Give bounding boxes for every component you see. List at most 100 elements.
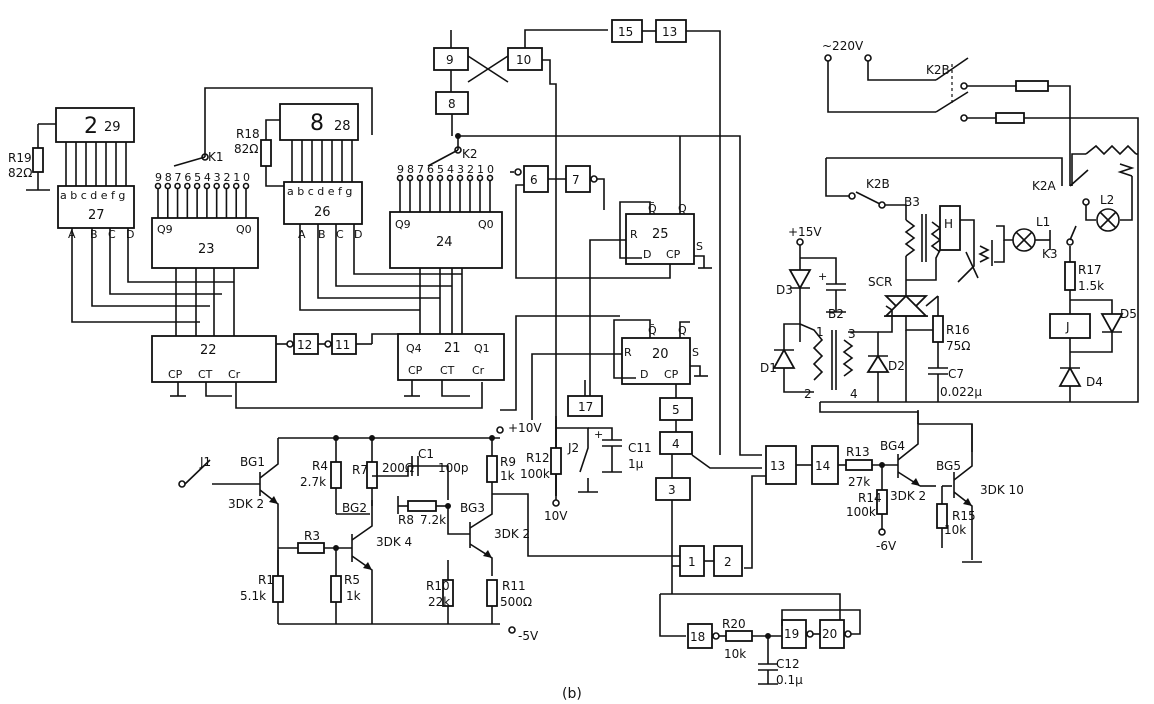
- r8-name: R8: [398, 513, 414, 527]
- bcd-22-cr: Cr: [228, 368, 241, 381]
- lamp-l2: [1096, 208, 1120, 232]
- ff20-cp: CP: [664, 368, 679, 381]
- decoder-26-in-c: C: [336, 228, 344, 241]
- r5-value: 1k: [346, 589, 361, 603]
- switch-k1-contact-8: [164, 182, 172, 190]
- bg2-type: 3DK 4: [376, 535, 412, 549]
- counter-23-label: 23: [198, 242, 215, 257]
- c7-name: C7: [948, 367, 964, 381]
- switch-k2-digit-label: 2: [467, 163, 474, 176]
- r18-value: 82Ω: [234, 142, 258, 156]
- r8-resistor: [407, 500, 437, 512]
- r19-value: 82Ω: [8, 166, 32, 180]
- r1-name: R1: [258, 573, 274, 587]
- r1-resistor: [272, 575, 284, 603]
- gate-7: [565, 165, 591, 193]
- svg-text:9: 9: [446, 53, 454, 67]
- decoder-26-label: 26: [314, 205, 331, 220]
- switch-k2-digit-label: 5: [437, 163, 444, 176]
- ff25-r: R: [630, 228, 638, 241]
- d1-label: D1: [760, 361, 777, 375]
- relay-j-label: J: [1065, 320, 1070, 334]
- k2b-label: K2B: [866, 177, 890, 191]
- ff25-q: Q: [678, 202, 687, 215]
- r11-resistor: [486, 579, 498, 607]
- switch-k1-digit-label: 0: [243, 171, 250, 184]
- r12-name: R12: [526, 451, 550, 465]
- switch-k2-contact-2: [466, 174, 474, 182]
- svg-text:5: 5: [672, 403, 680, 417]
- scr-label: SCR: [868, 275, 892, 289]
- switch-k1-contact-1: [232, 182, 240, 190]
- decoder-26-in-b: B: [318, 228, 326, 241]
- gate-3: [655, 477, 691, 501]
- k3-power-label: K3: [1042, 247, 1058, 261]
- r17-resistor: [1064, 261, 1076, 291]
- ff25-qbar: Q̄: [648, 202, 657, 215]
- switch-k1-digit-label: 8: [165, 171, 172, 184]
- svg-text:13: 13: [770, 459, 785, 473]
- svg-text:13: 13: [662, 25, 677, 39]
- ff25-label: 25: [652, 227, 669, 242]
- switch-k2-contact-0: [486, 174, 494, 182]
- decoder-26-pins: a b c d e f g: [287, 185, 352, 198]
- ff25-d: D: [643, 248, 651, 261]
- r18-name: R18: [236, 127, 260, 141]
- c1-name: C1: [418, 447, 434, 461]
- decoder-26-in-d: D: [354, 228, 362, 241]
- l1-label: L1: [1036, 215, 1050, 229]
- supply-p15: +15V: [788, 225, 822, 239]
- counter-23-qleft: Q9: [157, 223, 173, 236]
- r9-resistor: [486, 455, 498, 483]
- switch-k1-digit-label: 1: [233, 171, 240, 184]
- r5-resistor: [330, 575, 342, 603]
- svg-text:2: 2: [724, 555, 732, 569]
- r20-resistor: [725, 630, 753, 642]
- switch-k1-contact-3: [213, 182, 220, 190]
- tap-3: 3: [848, 327, 856, 341]
- display-28-digit: 8: [310, 111, 324, 136]
- supply-m6: -6V: [876, 539, 897, 553]
- c12-value: 0.1μ: [776, 673, 803, 687]
- display-29: [55, 107, 135, 143]
- bcd-22-label: 22: [200, 343, 217, 358]
- l2-label: L2: [1100, 193, 1114, 207]
- display-28-label: 28: [334, 119, 351, 134]
- r15-value: 10k: [944, 523, 966, 537]
- switch-k1-contact-0: [242, 182, 250, 190]
- svg-text:11: 11: [335, 338, 350, 352]
- decoder-27-label: 27: [88, 208, 105, 223]
- bcd-21-q4: Q4: [406, 342, 422, 355]
- k2-label: K2: [462, 147, 478, 161]
- svg-text:18: 18: [690, 630, 705, 644]
- r4-value: 2.7k: [300, 475, 326, 489]
- switch-k2-digit-label: 8: [407, 163, 414, 176]
- switch-k2-contact-1: [476, 174, 484, 182]
- decoder-26: [283, 181, 363, 225]
- svg-text:19: 19: [784, 627, 799, 641]
- switch-k1-contacts: [154, 182, 250, 218]
- switch-k2-contact-8: [406, 174, 414, 182]
- r15-name: R15: [952, 509, 976, 523]
- r10-value: 22k: [428, 595, 450, 609]
- bcd-22-cp: CP: [168, 368, 183, 381]
- c11-name: C11: [628, 441, 652, 455]
- r13-value: 27k: [848, 475, 870, 489]
- r18-resistor: [260, 139, 272, 167]
- flipflop-20: [621, 337, 691, 385]
- switch-k1-digit-label: 9: [155, 171, 162, 184]
- r14-value: 100k: [846, 505, 876, 519]
- h-label: H: [944, 217, 953, 231]
- switch-k2-digit-label: 4: [447, 163, 454, 176]
- switch-k1-contact-6: [184, 182, 191, 190]
- bcd-21-ct: CT: [440, 364, 455, 377]
- r3-name: R3: [304, 529, 320, 543]
- ff20-qbar: Q̄: [648, 324, 657, 337]
- r16-name: R16: [946, 323, 970, 337]
- r17-name: R17: [1078, 263, 1102, 277]
- counter-24-label: 24: [436, 235, 453, 250]
- gate-6: [523, 165, 549, 193]
- r9-name: R9: [500, 455, 516, 469]
- decoder-27-in-c: C: [108, 228, 116, 241]
